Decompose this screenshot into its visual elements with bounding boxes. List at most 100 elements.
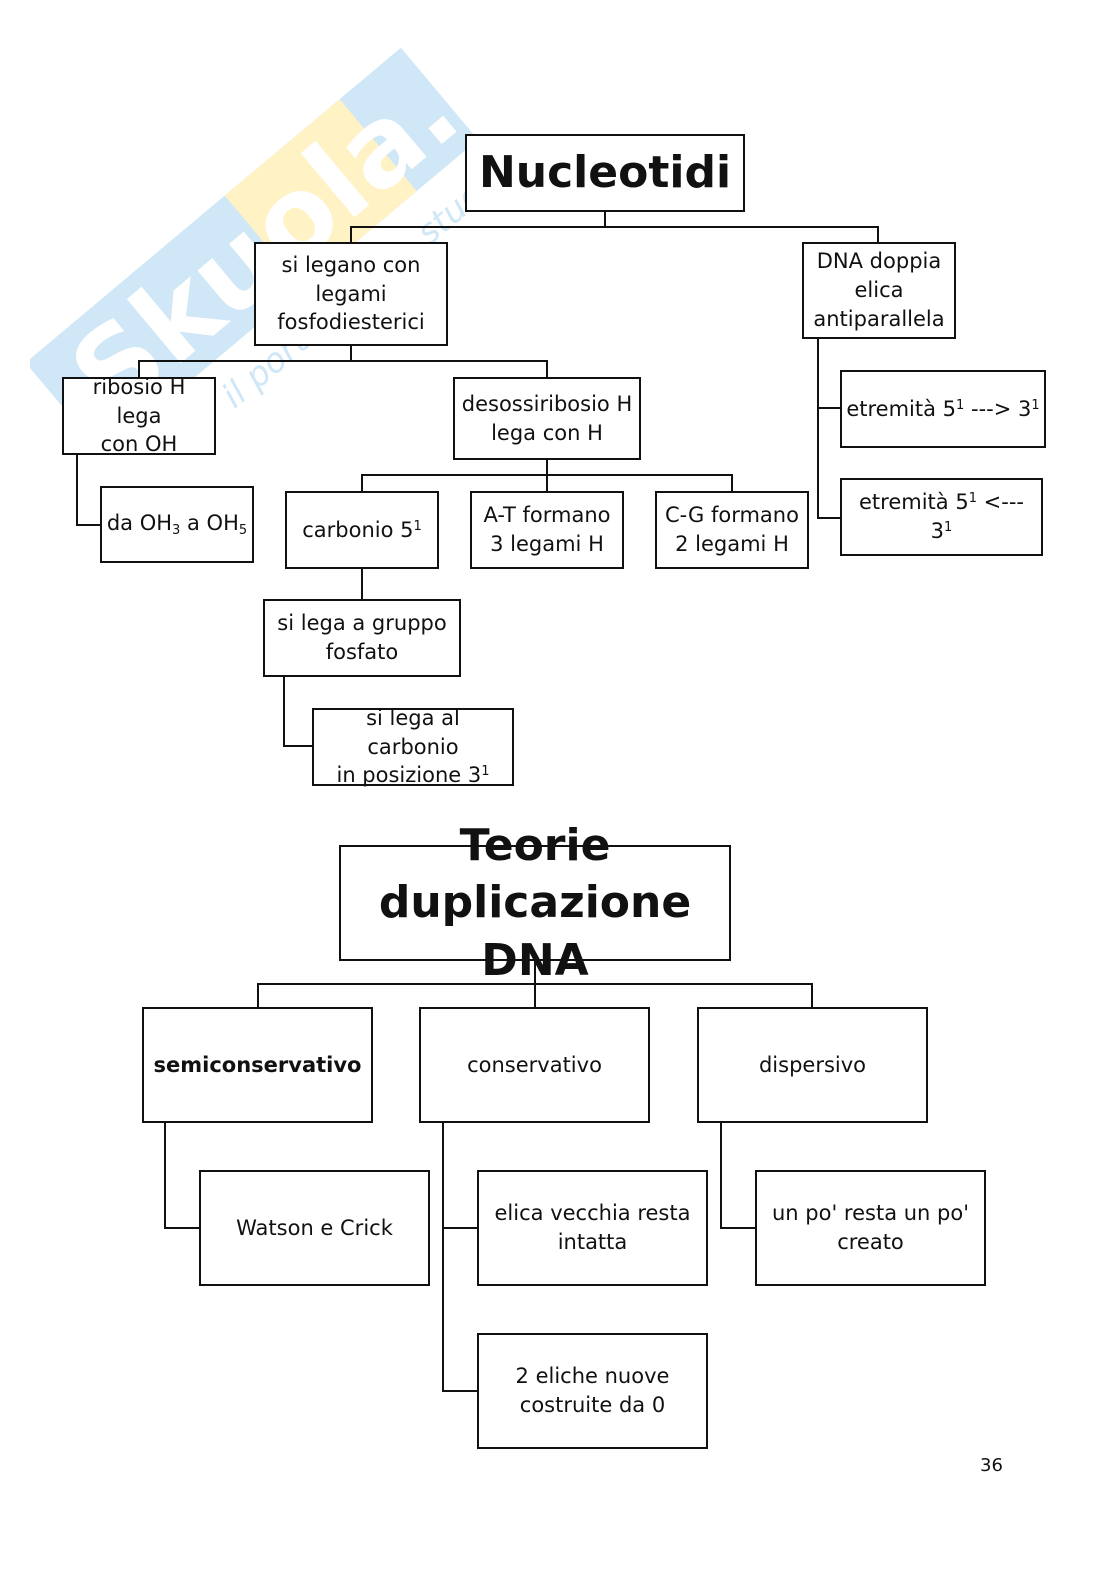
da-oh-text: da OH3 a OH5	[107, 509, 247, 540]
watson-crick-box: Watson e Crick	[199, 1170, 430, 1286]
dna-text: DNA doppia elica antiparallela	[813, 247, 944, 334]
etremita-part: etremità 5	[859, 490, 969, 515]
etremita-sup: 1	[944, 520, 953, 535]
page-number: 36	[980, 1455, 1003, 1476]
da-oh-sub: 5	[238, 523, 248, 539]
carbonio3-line: si lega al carbonio	[366, 705, 460, 759]
legami-text: si legano con legami fosfodiesterici	[277, 251, 424, 338]
elica-vecchia-box: elica vecchia resta intatta	[477, 1170, 708, 1286]
semiconservativo-box: semiconservativo	[142, 1007, 373, 1123]
at-line: A-T formano	[483, 503, 611, 528]
carbonio3-sup: 1	[481, 764, 490, 780]
cg-text: C-G formano 2 legami H	[665, 501, 799, 559]
connector	[546, 474, 548, 492]
connector	[164, 1122, 166, 1229]
cg-box: C-G formano 2 legami H	[655, 491, 809, 569]
cg-line: 2 legami H	[675, 532, 789, 556]
dispersivo-text: dispersivo	[758, 1052, 867, 1077]
da-oh-part: da OH	[106, 511, 173, 536]
etremita-forward-text: etremità 51 ---> 31	[846, 395, 1039, 424]
connector	[138, 360, 548, 362]
desossiribosio-box: desossiribosio H lega con H	[453, 377, 641, 460]
etremita-sup: 1	[968, 491, 977, 507]
dispersivo-box: dispersivo	[697, 1007, 928, 1123]
etremita-part: <--- 3	[930, 490, 1024, 543]
dna-line: elica	[854, 278, 904, 303]
legami-box: si legano con legami fosfodiesterici	[254, 242, 448, 346]
fosfato-line: fosfato	[325, 640, 399, 664]
desossiribosio-text: desossiribosio H lega con H	[462, 390, 633, 448]
due-eliche-text: 2 eliche nuove costruite da 0	[516, 1362, 670, 1420]
connector	[76, 454, 78, 526]
connector	[138, 360, 140, 378]
nucleotidi-title-text: Nucleotidi	[478, 147, 732, 199]
connector	[76, 524, 101, 526]
elica-vecchia-text: elica vecchia resta intatta	[495, 1199, 691, 1257]
ribosio-line: ribosio H lega	[92, 374, 186, 428]
connector	[350, 226, 352, 244]
connector	[350, 226, 878, 228]
legami-line: fosfodiesterici	[277, 310, 425, 335]
etremita-sup: 1	[1031, 397, 1040, 413]
desossiribosio-line: lega con H	[491, 420, 603, 445]
carbonio3-text: si lega al carbonio in posizione 31	[318, 704, 508, 791]
watson-crick-text: Watson e Crick	[236, 1215, 393, 1240]
conservativo-text: conservativo	[467, 1052, 602, 1077]
carbonio-part: carbonio 5	[302, 517, 414, 542]
connector	[817, 338, 819, 519]
connector	[361, 474, 363, 492]
connector	[720, 1227, 757, 1229]
connector	[257, 983, 813, 985]
connector	[811, 983, 813, 1008]
desossiribosio-line: desossiribosio H	[461, 391, 633, 416]
connector	[164, 1227, 201, 1229]
da-oh-box: da OH3 a OH5	[100, 486, 254, 563]
connector	[720, 1122, 722, 1229]
ribosio-line: con OH	[100, 432, 178, 457]
connector	[361, 568, 363, 601]
da-oh-sub: 3	[172, 523, 181, 539]
da-oh-part: a OH	[180, 511, 239, 536]
etremita-part: etremità 5	[846, 396, 957, 421]
etremita-sup: 1	[956, 397, 965, 413]
connector	[442, 1227, 479, 1229]
connector	[257, 983, 259, 1008]
un-po-box: un po' resta un po' creato	[755, 1170, 986, 1286]
semiconservativo-text: semiconservativo	[153, 1052, 362, 1077]
carbonio3-line: in posizione 3	[336, 763, 482, 788]
conservativo-box: conservativo	[419, 1007, 650, 1123]
cg-line: C-G formano	[665, 503, 799, 528]
carbonio-sup: 1	[413, 518, 422, 534]
etremita-part: ---> 3	[964, 396, 1032, 421]
connector	[817, 407, 842, 409]
connector	[546, 459, 548, 475]
etremita-backward-text: etremità 51 <--- 31	[846, 488, 1037, 546]
elica-vecchia-line: elica vecchia resta	[494, 1201, 691, 1226]
teorie-title-line: Teorie	[459, 820, 611, 872]
connector	[546, 360, 548, 378]
fosfato-line: si lega a gruppo	[277, 611, 447, 636]
un-po-line: un po' resta un po'	[772, 1201, 969, 1226]
elica-vecchia-line: intatta	[557, 1230, 628, 1254]
at-box: A-T formano 3 legami H	[470, 491, 624, 569]
due-eliche-line: costruite da 0	[519, 1393, 666, 1417]
teorie-title: Teorie duplicazione DNA	[339, 820, 731, 986]
dna-box: DNA doppia elica antiparallela	[802, 242, 956, 339]
connector	[877, 226, 879, 244]
watermark-yellow	[224, 99, 417, 288]
un-po-text: un po' resta un po' creato	[772, 1199, 969, 1257]
fosfato-box: si lega a gruppo fosfato	[263, 599, 461, 677]
connector	[283, 676, 285, 747]
dna-line: antiparallela	[813, 306, 945, 331]
connector	[817, 517, 842, 519]
connector	[604, 211, 606, 227]
carbonio3-box: si lega al carbonio in posizione 31	[312, 706, 514, 787]
legami-line: legami	[315, 281, 387, 306]
fosfato-text: si lega a gruppo fosfato	[277, 609, 446, 667]
etremita-forward-box: etremità 51 ---> 31	[840, 370, 1046, 448]
ribosio-box: ribosio H lega con OH	[62, 375, 216, 456]
connector	[442, 1122, 444, 1392]
connector	[283, 745, 314, 747]
etremita-backward-box: etremità 51 <--- 31	[840, 478, 1043, 556]
ribosio-text: ribosio H lega con OH	[68, 373, 210, 460]
